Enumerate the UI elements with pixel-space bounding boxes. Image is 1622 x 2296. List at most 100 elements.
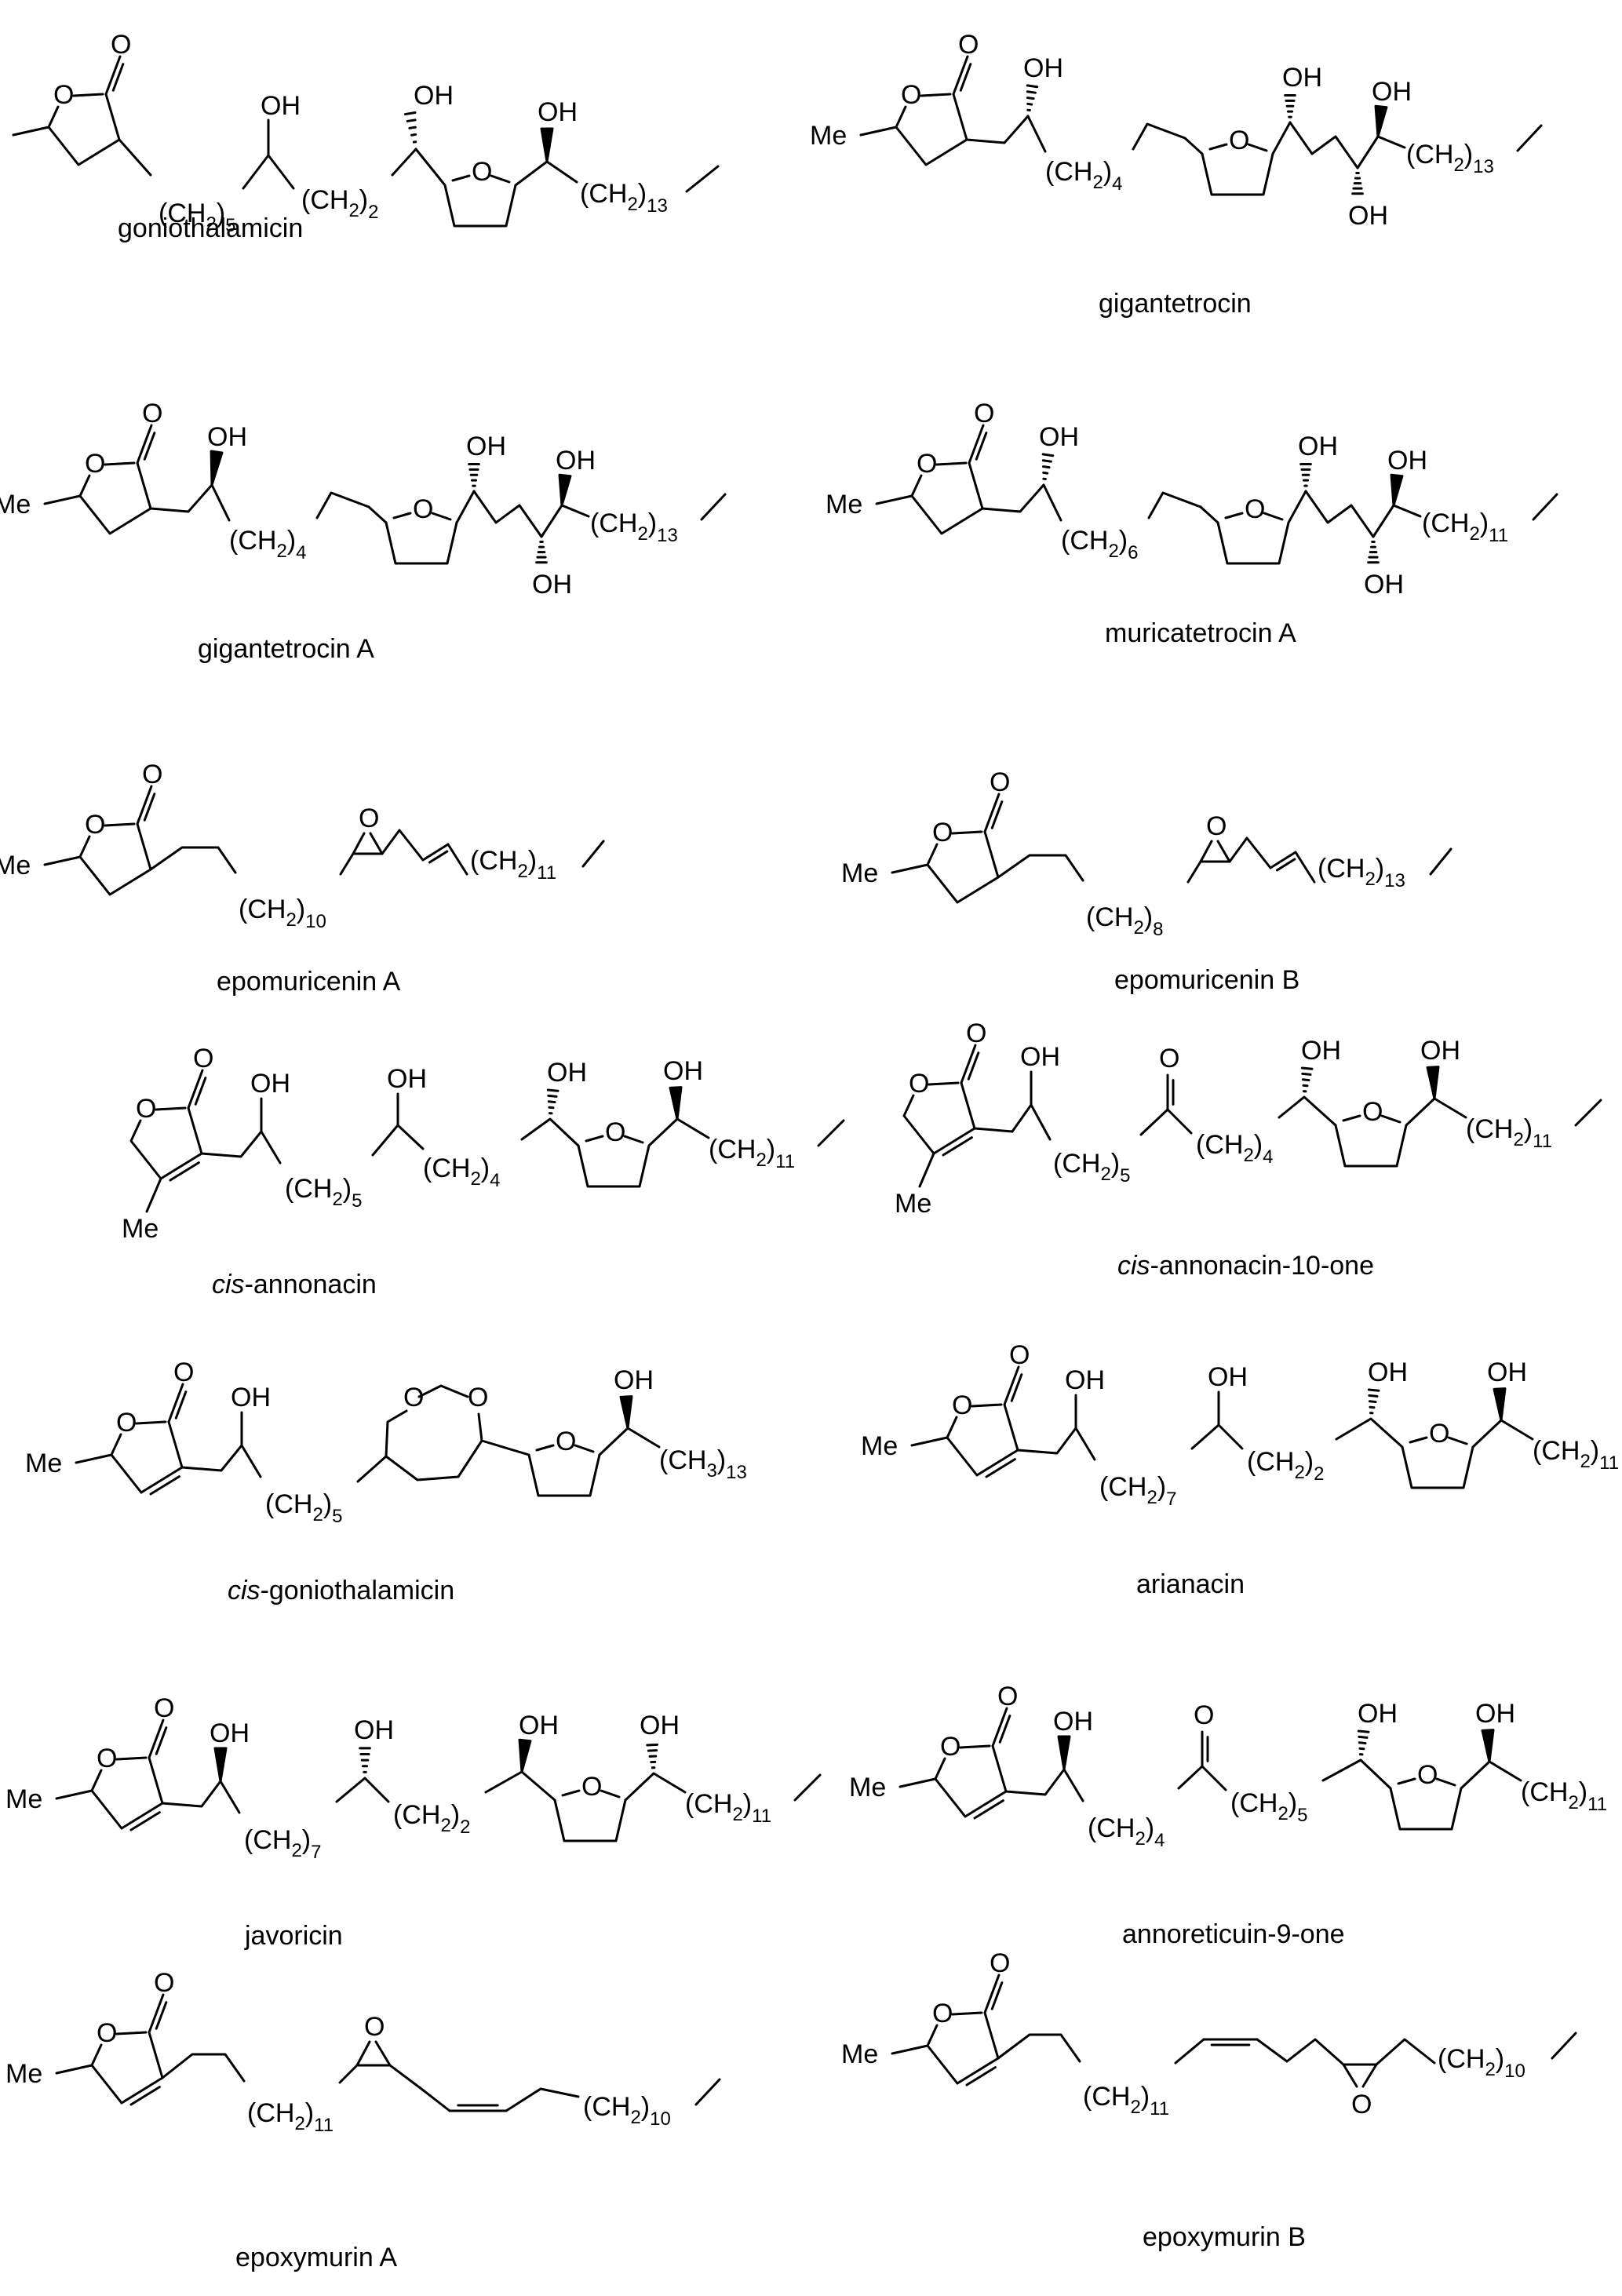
ring-oxygen-label: O <box>932 1999 953 2028</box>
bond <box>1372 504 1395 538</box>
ring-oxygen-label: O <box>909 1069 929 1099</box>
methylene-chain-label: (CH2)11 <box>1466 1114 1552 1152</box>
bond <box>540 504 563 538</box>
bond <box>694 2078 721 2106</box>
methylene-chain-label: (CH2)5 <box>285 1174 362 1212</box>
bond <box>431 512 452 521</box>
bond <box>187 1106 203 1155</box>
bond <box>990 1981 1004 2010</box>
bond <box>490 174 511 184</box>
compound-name: epoxymurin B <box>1143 2222 1306 2252</box>
bond <box>115 2031 148 2035</box>
bond <box>967 1051 980 1081</box>
bond <box>1342 2063 1358 2088</box>
bond <box>920 93 952 97</box>
bond <box>1186 860 1202 884</box>
bond <box>369 832 384 855</box>
bond <box>381 829 425 862</box>
bond <box>167 1383 184 1423</box>
compound-name: gigantetrocin <box>1099 289 1252 319</box>
hydroxyl-label: OH <box>231 1383 271 1412</box>
bond <box>910 461 984 535</box>
bond <box>110 1433 143 1494</box>
bond <box>928 1081 960 1086</box>
bond <box>120 2076 164 2105</box>
hydroxyl-label: OH <box>1023 53 1063 83</box>
bond <box>1369 1405 1376 1409</box>
bond <box>1368 1400 1377 1404</box>
methylene-chain-label: (CH2)4 <box>229 526 306 563</box>
bond <box>983 793 1001 833</box>
bond <box>374 2040 392 2067</box>
bond <box>1003 1365 1020 1406</box>
structure-cis-goniothalamicin <box>75 1383 661 1497</box>
methylene-chain-label: (CH2)13 <box>1406 140 1494 177</box>
bond <box>55 1789 93 1800</box>
compound-name: gigantetrocin A <box>198 634 374 664</box>
bond <box>355 2040 371 2067</box>
hydroxyl-label: OH <box>614 1365 654 1395</box>
wedge-bond <box>619 1395 633 1430</box>
bond <box>200 1130 263 1158</box>
compound-name: cis-goniothalamicin <box>228 1576 454 1605</box>
thf-oxygen-label: O <box>1245 494 1265 524</box>
bond <box>548 1106 555 1110</box>
bond <box>1401 1445 1474 1489</box>
bond <box>520 1117 580 1147</box>
bond <box>104 461 136 466</box>
bond <box>997 854 1084 882</box>
methylene-chain-label: (CH2)11 <box>1083 2082 1169 2119</box>
bond <box>428 850 449 864</box>
bond <box>1271 121 1292 155</box>
wedge-bond <box>1390 473 1404 507</box>
wedge-bond <box>213 1747 228 1783</box>
bond <box>546 1088 559 1092</box>
hydroxyl-label: OH <box>663 1056 703 1086</box>
bond <box>560 504 590 518</box>
methyl-label: Me <box>841 858 878 888</box>
bond <box>1183 137 1204 155</box>
bond <box>339 852 355 876</box>
bond <box>12 126 50 137</box>
bond <box>968 424 985 465</box>
methylene-chain-label: (CH2)4 <box>423 1153 500 1191</box>
bond <box>561 1789 581 1797</box>
bond <box>600 1789 621 1799</box>
methyl-label: Me <box>861 1431 898 1461</box>
bond <box>1358 1747 1365 1751</box>
methylene-chain-label: (CH2)2 <box>1247 1447 1324 1485</box>
bond <box>700 493 727 521</box>
bond <box>983 2011 1000 2060</box>
methylene-chain-label: (CH2)7 <box>244 1825 321 1863</box>
bond <box>1201 152 1274 196</box>
bond <box>1335 1417 1404 1449</box>
bond <box>408 126 417 129</box>
bond <box>817 1119 845 1147</box>
bond <box>1199 840 1213 863</box>
ring-oxygen-label: O <box>940 1732 960 1762</box>
bond <box>149 483 213 513</box>
bond <box>1004 1768 1066 1796</box>
bond <box>149 846 237 874</box>
methylene-chain-label: (CH2)2 <box>393 1800 470 1838</box>
bond <box>385 1412 483 1481</box>
bond <box>926 830 1000 904</box>
wedge-bond <box>558 473 572 507</box>
bond <box>145 1177 162 1213</box>
bond <box>1216 840 1231 863</box>
bond <box>455 490 476 524</box>
carbonyl-oxygen-label: O <box>111 30 131 60</box>
methyl-label: Me <box>841 2039 878 2069</box>
bond <box>574 1444 595 1453</box>
bond <box>148 1718 165 1759</box>
bond <box>971 1403 1003 1408</box>
carbonyl-oxygen-label: O <box>997 1682 1018 1711</box>
hydroxyl-label: OH <box>556 446 596 476</box>
bond <box>75 1453 113 1464</box>
carbonyl-oxygen-label: O <box>990 767 1010 797</box>
compound-name: annoreticuin-9-one <box>1122 1919 1345 1949</box>
hydroxyl-label: OH <box>1475 1699 1515 1729</box>
bond <box>1447 1436 1468 1445</box>
bond <box>451 174 471 182</box>
